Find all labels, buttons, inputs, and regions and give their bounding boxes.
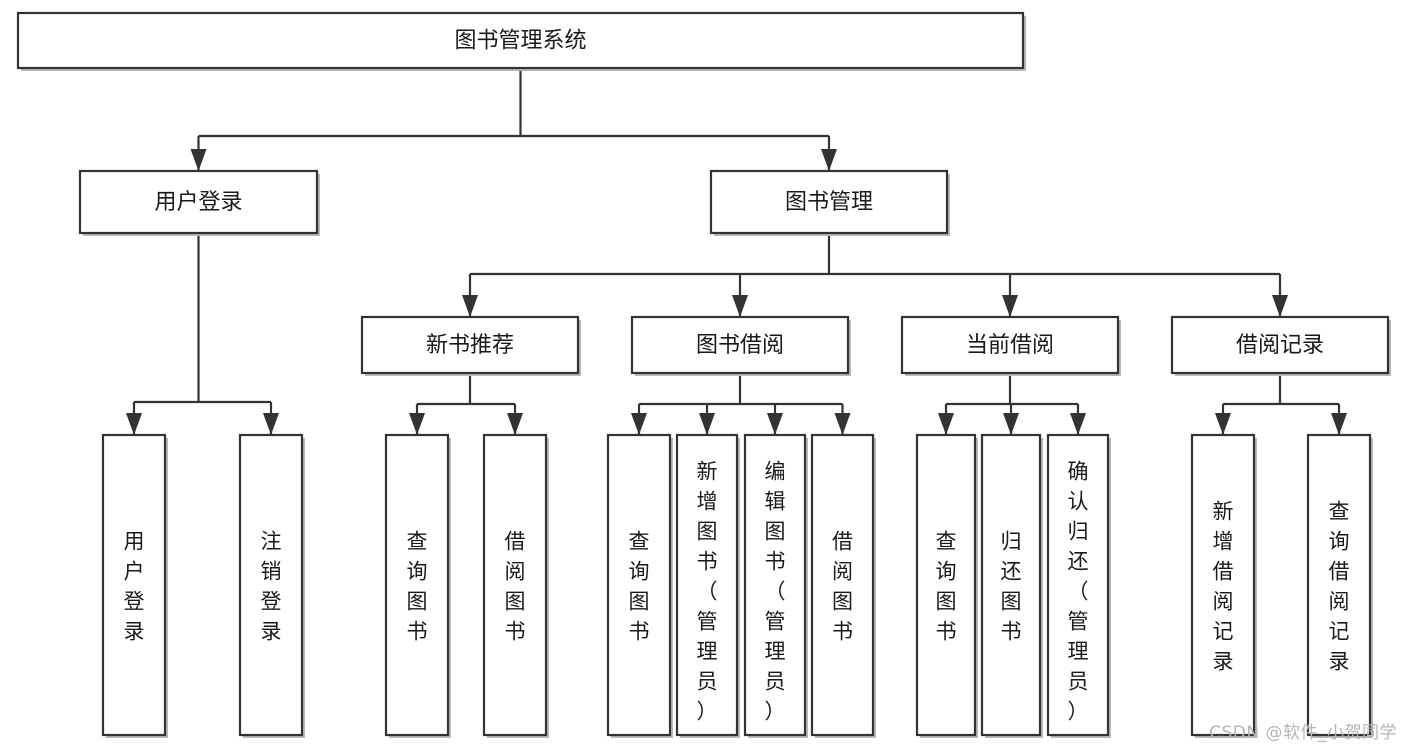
node-label: 注销登录 (261, 529, 282, 643)
node-leaf-borrow-book-2[interactable]: 借阅图书 (810, 433, 876, 738)
node-label: 用户登录 (154, 190, 242, 215)
edge-arrowhead (732, 295, 748, 317)
node-records[interactable]: 借阅记录 (1170, 315, 1391, 376)
node-box[interactable] (238, 433, 304, 737)
node-box[interactable] (384, 433, 450, 737)
node-label: 新增图书（管理员） (697, 459, 718, 723)
edge-arrowhead (1002, 295, 1018, 317)
edge-arrowhead (938, 413, 954, 435)
node-root[interactable]: 图书管理系统 (16, 11, 1026, 71)
edge-arrowhead (190, 149, 207, 171)
node-login[interactable]: 用户登录 (78, 169, 320, 236)
node-label: 图书管理系统 (454, 29, 586, 54)
node-label: 确认归还（管理员） (1068, 459, 1089, 723)
node-box[interactable] (1046, 433, 1110, 737)
edge-arrowhead (1003, 413, 1019, 435)
node-label: 借阅图书 (505, 529, 526, 643)
node-box[interactable] (16, 11, 1025, 70)
node-label: 新书推荐 (426, 333, 514, 358)
edge-arrowhead (462, 295, 478, 317)
node-label: 图书管理 (785, 190, 873, 215)
edge-arrowhead (263, 413, 279, 435)
node-box[interactable] (980, 433, 1042, 737)
node-leaf-query-book-3[interactable]: 查询图书 (915, 433, 978, 738)
node-bookmgmt[interactable]: 图书管理 (709, 169, 950, 236)
node-leaf-user-logout[interactable]: 注销登录 (238, 433, 305, 738)
node-box[interactable] (810, 433, 875, 737)
node-box[interactable] (675, 433, 739, 737)
node-label: 查询借阅记录 (1329, 499, 1350, 673)
node-box[interactable] (709, 169, 949, 235)
edge-borrow-to-leaves (631, 373, 851, 435)
node-box[interactable] (360, 315, 580, 375)
node-label: 用户登录 (124, 529, 145, 643)
edge-arrowhead (1070, 413, 1086, 435)
node-box[interactable] (78, 169, 319, 235)
node-current[interactable]: 当前借阅 (900, 315, 1121, 376)
edge-arrowhead (821, 149, 837, 171)
node-leaf-return-book[interactable]: 归还图书 (980, 433, 1043, 738)
edge-arrowhead (126, 413, 142, 435)
node-label: 借阅记录 (1236, 333, 1324, 358)
node-box[interactable] (630, 315, 850, 375)
node-box[interactable] (606, 433, 672, 737)
nodes-layer: 图书管理系统用户登录图书管理新书推荐图书借阅当前借阅借阅记录用户登录注销登录查询… (16, 11, 1391, 738)
node-box[interactable] (1170, 315, 1390, 375)
edge-arrowhead (631, 413, 647, 435)
node-leaf-confirm-return[interactable]: 确认归还（管理员） (1046, 433, 1111, 738)
edge-arrowhead (409, 413, 425, 435)
node-label: 查询图书 (407, 529, 428, 643)
edge-arrowhead (1215, 413, 1231, 435)
node-box[interactable] (101, 433, 167, 737)
edges-layer (126, 68, 1347, 435)
node-label: 借阅图书 (832, 529, 853, 643)
node-box[interactable] (743, 433, 807, 737)
node-label: 归还图书 (1001, 529, 1022, 643)
node-box[interactable] (900, 315, 1120, 375)
edge-records-to-leaves (1215, 373, 1347, 435)
node-label: 图书借阅 (696, 333, 784, 358)
node-borrow[interactable]: 图书借阅 (630, 315, 851, 376)
node-label: 新增借阅记录 (1213, 499, 1234, 673)
edge-arrowhead (699, 413, 715, 435)
node-leaf-add-book[interactable]: 新增图书（管理员） (675, 433, 740, 738)
node-leaf-edit-book[interactable]: 编辑图书（管理员） (743, 433, 808, 738)
node-label: 当前借阅 (966, 333, 1054, 358)
node-label: 查询图书 (629, 529, 650, 643)
edge-login-to-leaves (126, 233, 279, 435)
edge-bookmgmt-to-level3 (462, 233, 1288, 317)
edge-arrowhead (1272, 295, 1288, 317)
node-leaf-add-record[interactable]: 新增借阅记录 (1190, 433, 1257, 738)
edge-arrowhead (767, 413, 783, 435)
node-box[interactable] (1306, 433, 1372, 737)
node-label: 查询图书 (936, 529, 957, 643)
node-leaf-user-login[interactable]: 用户登录 (101, 433, 168, 738)
edge-current-to-leaves (938, 373, 1086, 435)
node-box[interactable] (1190, 433, 1256, 737)
edge-newbook-to-leaves (409, 373, 523, 435)
edge-root-to-level2 (190, 68, 837, 171)
node-newbook[interactable]: 新书推荐 (360, 315, 581, 376)
node-leaf-query-book-1[interactable]: 查询图书 (384, 433, 451, 738)
edge-arrowhead (507, 413, 523, 435)
node-leaf-query-record[interactable]: 查询借阅记录 (1306, 433, 1373, 738)
node-leaf-borrow-book-1[interactable]: 借阅图书 (482, 433, 549, 738)
node-leaf-query-book-2[interactable]: 查询图书 (606, 433, 673, 738)
node-label: 编辑图书（管理员） (765, 459, 786, 723)
node-box[interactable] (915, 433, 977, 737)
node-box[interactable] (482, 433, 548, 737)
edge-arrowhead (834, 413, 851, 435)
edge-arrowhead (1331, 413, 1347, 435)
watermark-label: CSDN @软件_小贺同学 (1209, 723, 1397, 743)
